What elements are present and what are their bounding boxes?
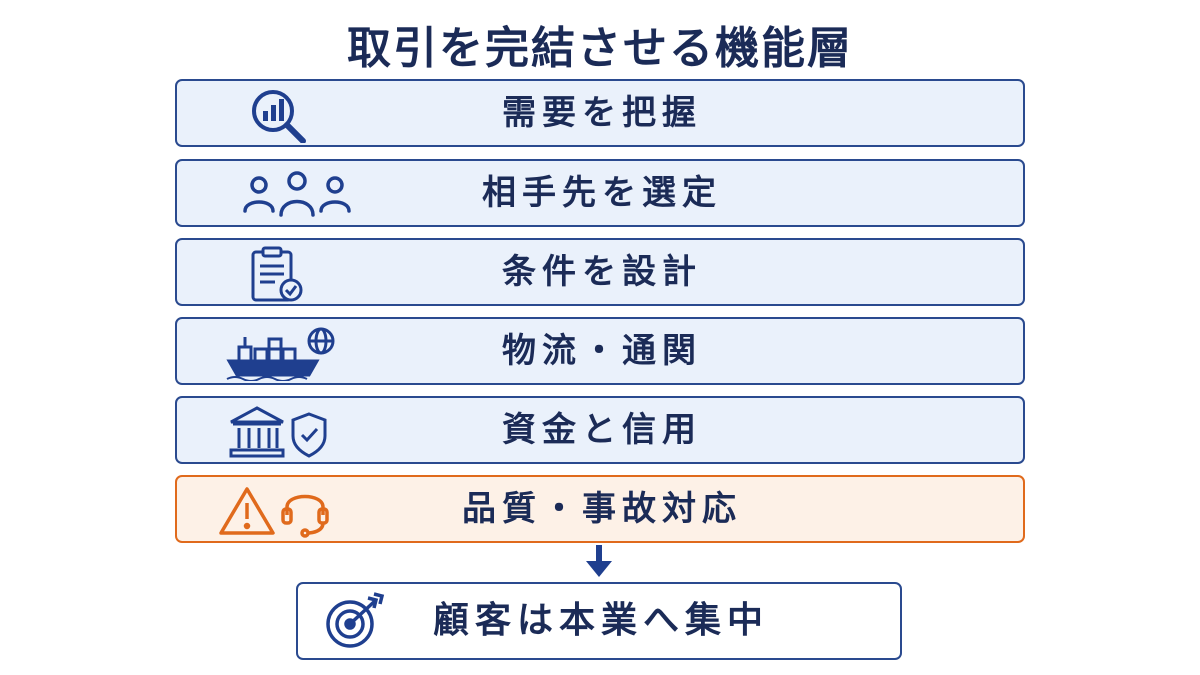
people-group-icon <box>243 171 351 217</box>
layer-label: 資金と信用 <box>502 410 702 450</box>
layer-label: 相手先を選定 <box>482 173 722 213</box>
layer-finance: 資金と信用 <box>175 396 1025 464</box>
layer-partner: 相手先を選定 <box>175 159 1025 227</box>
bank-shield-icon <box>229 406 327 458</box>
layer-label: 品質・事故対応 <box>462 489 742 529</box>
magnifier-chart-icon <box>252 90 306 143</box>
warning-headset-icon <box>219 487 329 538</box>
goal-box: 顧客は本業へ集中 <box>296 582 902 660</box>
cargo-ship-globe-icon <box>226 327 335 381</box>
goal-label: 顧客は本業へ集中 <box>432 600 769 641</box>
layer-label: 物流・通関 <box>502 331 702 371</box>
diagram-title: 取引を完結させる機能層 <box>347 23 853 74</box>
layer-logistics: 物流・通関 <box>175 317 1025 385</box>
layer-quality: 品質・事故対応 <box>175 475 1025 543</box>
layer-demand: 需要を把握 <box>175 79 1025 147</box>
layer-terms: 条件を設計 <box>175 238 1025 306</box>
clipboard-check-icon <box>251 246 303 302</box>
target-arrow-icon <box>326 592 385 648</box>
layer-label: 条件を設計 <box>502 252 702 292</box>
arrow-down-icon <box>586 545 612 577</box>
layer-label: 需要を把握 <box>502 93 702 133</box>
